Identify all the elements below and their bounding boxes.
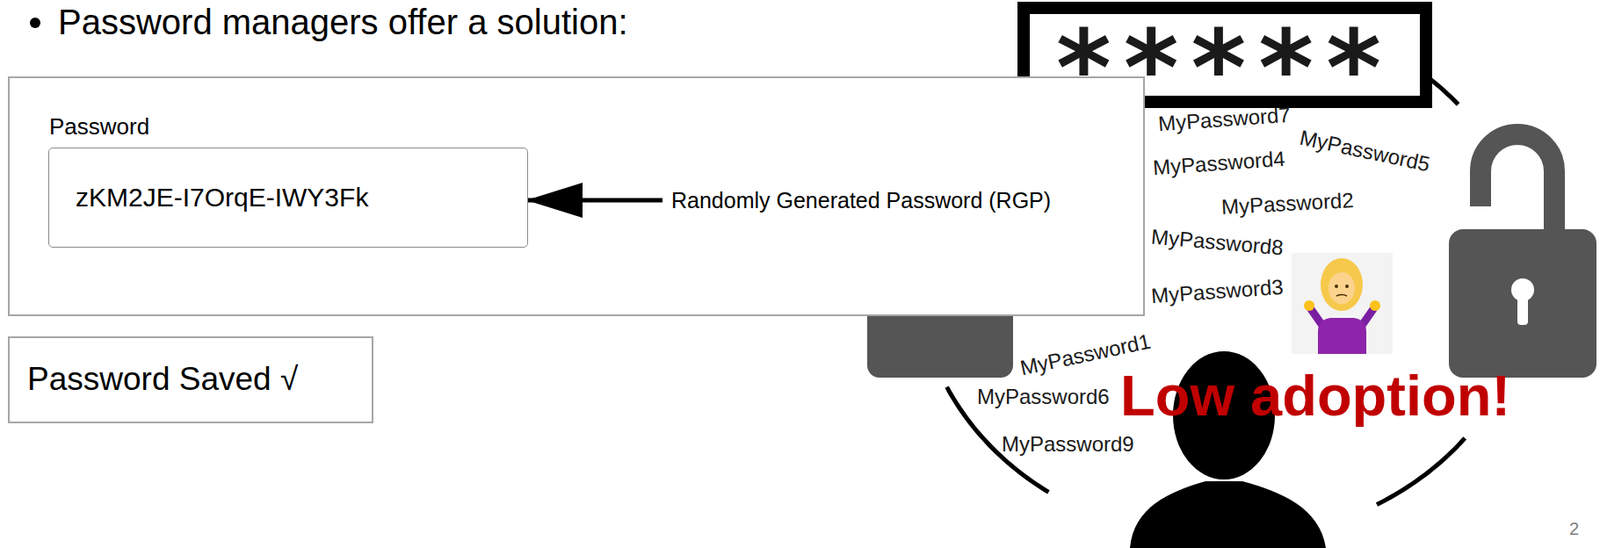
emoji-eye xyxy=(1345,284,1349,289)
padlock-shackle xyxy=(1480,134,1555,238)
callout-text: Low adoption! xyxy=(1120,367,1511,425)
emoji-eye xyxy=(1334,284,1339,289)
person-shoulders xyxy=(1129,481,1326,548)
password-word: MyPassword2 xyxy=(1220,189,1354,218)
open-padlock xyxy=(1448,134,1597,378)
bullet-dot xyxy=(29,17,41,29)
password-word: MyPassword6 xyxy=(977,386,1110,408)
emoji-hand xyxy=(1369,300,1381,312)
generated-password: zKM2JE-I7OrqE-IWY3Fk xyxy=(75,181,369,214)
emoji-mouth xyxy=(1336,295,1347,297)
padlock-body xyxy=(1448,229,1597,378)
keyhole-slot xyxy=(1517,293,1528,326)
emoji-hand xyxy=(1303,300,1315,312)
password-input: zKM2JE-I7OrqE-IWY3Fk xyxy=(48,147,529,248)
emoji-ground xyxy=(1291,253,1393,355)
page-number: 2 xyxy=(1569,520,1579,538)
field-label: Password xyxy=(49,113,150,141)
password-word: MyPassword9 xyxy=(1001,434,1135,456)
annotation-text: Randomly Generated Password (RGP) xyxy=(667,185,1055,216)
cycle-arc xyxy=(1376,438,1465,506)
password-word: MyPassword3 xyxy=(1150,276,1284,307)
shrug-emoji xyxy=(1291,253,1393,355)
emoji-hair xyxy=(1320,258,1363,312)
emoji-face xyxy=(1328,272,1355,305)
password-word: MyPassword5 xyxy=(1297,127,1432,176)
arrow-connector xyxy=(528,198,663,203)
status-box: Password Saved √ xyxy=(7,336,374,424)
emoji-body xyxy=(1317,318,1367,355)
password-word: MyPassword4 xyxy=(1151,148,1286,179)
generator-panel: Password zKM2JE-I7OrqE-IWY3Fk Randomly Gen… xyxy=(7,76,1145,317)
password-word: MyPassword8 xyxy=(1150,225,1284,259)
rgp-label: Randomly Generated Password (RGP) xyxy=(671,187,1051,214)
saved-status: Password Saved √ xyxy=(27,360,298,399)
slide-title: Password managers offer a solution: xyxy=(57,2,629,42)
